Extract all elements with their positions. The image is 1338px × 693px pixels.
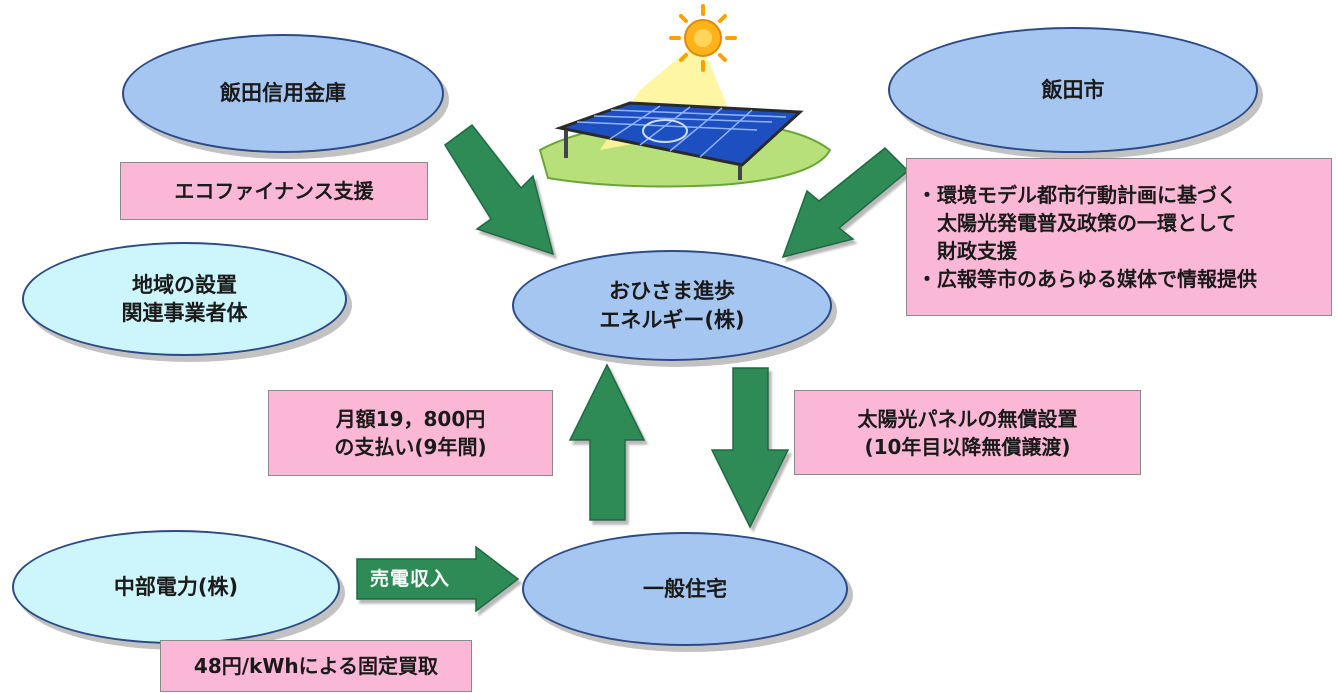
arrow-ohisama-to-household [710,367,790,529]
node-local-installers: 地域の設置 関連事業者体 [22,242,347,356]
node-label-line-2: 関連事業者体 [121,301,248,325]
node-label: 中部電力(株) [113,574,239,599]
node-iida-city: 飯田市 [888,27,1258,153]
box-fixed-purchase: 48円/kWhによる固定買取 [160,640,472,692]
box-line-4: ・広報等市のあらゆる媒体で情報提供 [917,267,1257,291]
box-label: 48円/kWhによる固定買取 [193,654,439,678]
node-label: 一般住宅 [643,576,727,601]
power-sales-label: 売電収入 [370,568,451,590]
box-line-3: 財政支援 [917,239,1017,263]
box-free-installation: 太陽光パネルの無償設置 (10年目以降無償譲渡) [794,390,1141,475]
box-line-1: ・環境モデル都市行動計画に基づく [917,183,1237,207]
box-monthly-payment: 月額19，800円 の支払い(9年間) [268,390,553,476]
box-city-support: ・環境モデル都市行動計画に基づく 太陽光発電普及政策の一環として 財政支援 ・広… [906,158,1332,316]
box-label: エコファイナンス支援 [174,179,374,203]
node-iida-shinkin-bank: 飯田信用金庫 [122,34,444,153]
node-label-line-2: エネルギー(株) [599,307,745,332]
box-line-1: 月額19，800円 [335,407,486,431]
box-line-1: 太陽光パネルの無償設置 [857,406,1078,431]
arrow-city-to-ohisama [781,146,910,259]
node-label: 飯田市 [1041,77,1105,102]
sun-icon [669,4,737,72]
box-line-2: (10年目以降無償譲渡) [864,434,1071,459]
box-eco-finance: エコファイナンス支援 [120,162,428,220]
node-label-line-1: おひさま進歩 [608,279,735,304]
node-chubu-electric: 中部電力(株) [12,530,340,644]
arrow-shinkin-to-ohisama [443,123,555,256]
arrow-chubu-to-household [356,545,520,613]
arrow-household-to-ohisama [568,363,646,521]
node-label-line-1: 地域の設置 [132,272,237,297]
node-label: 飯田信用金庫 [220,81,346,106]
box-line-2: の支払い(9年間) [334,435,487,459]
node-household: 一般住宅 [522,532,848,646]
box-line-2: 太陽光発電普及政策の一環として [917,211,1237,235]
node-ohisama-energy: おひさま進歩 エネルギー(株) [512,250,832,361]
